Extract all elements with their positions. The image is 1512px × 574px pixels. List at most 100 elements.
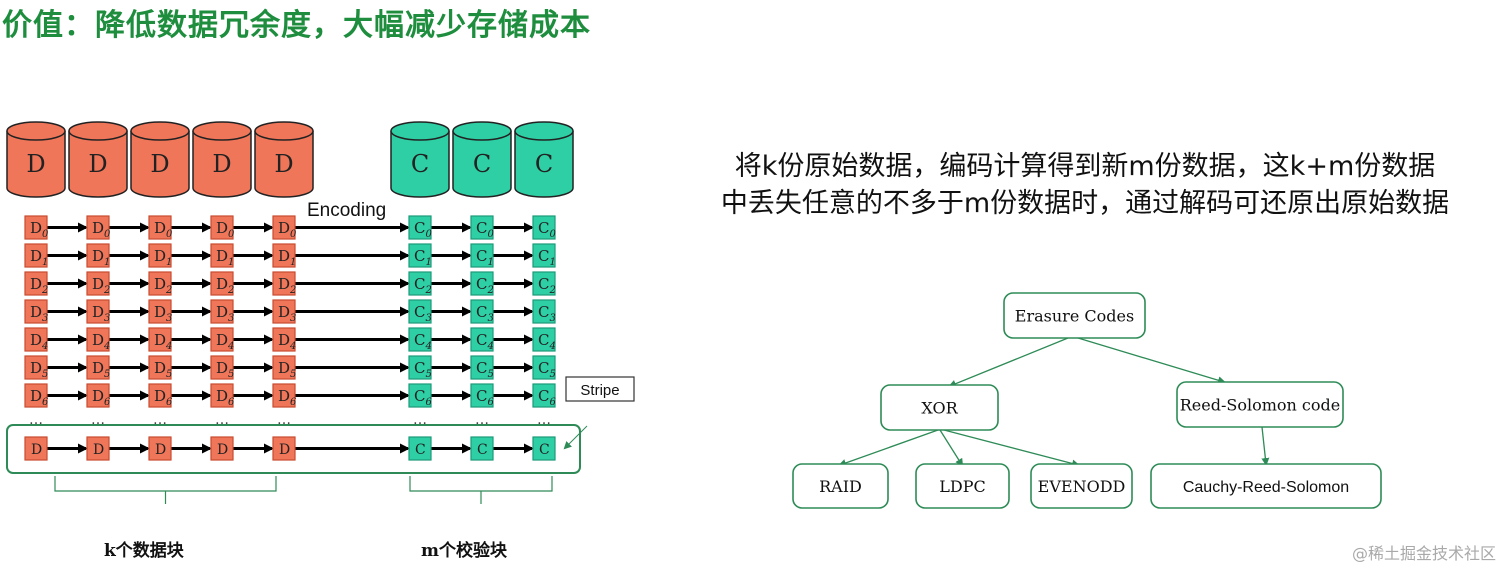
block-rect bbox=[24, 327, 48, 352]
block-rect bbox=[210, 355, 234, 380]
data-block: D3 bbox=[86, 299, 110, 324]
block-rect bbox=[272, 215, 296, 240]
block-subscript: 0 bbox=[104, 229, 111, 240]
cylinder-top bbox=[192, 121, 252, 141]
block-subscript: 1 bbox=[425, 257, 431, 268]
disk-label: C bbox=[535, 150, 553, 178]
block-subscript: 2 bbox=[165, 285, 172, 296]
cylinder-top bbox=[6, 121, 66, 141]
block-subscript: 2 bbox=[486, 285, 493, 296]
parity-block: C6 bbox=[408, 383, 432, 408]
cylinder-top bbox=[514, 121, 574, 141]
data-block: D2 bbox=[86, 271, 110, 296]
block-subscript: 2 bbox=[41, 285, 48, 296]
block-subscript: 1 bbox=[487, 257, 493, 268]
data-block: D1 bbox=[86, 243, 110, 268]
data-block: D0 bbox=[148, 215, 173, 240]
data-block: D0 bbox=[272, 215, 297, 240]
node-reed-solomon: Reed-Solomon code bbox=[1176, 381, 1344, 428]
block-label: D bbox=[93, 442, 104, 458]
description-line-1: 将k份原始数据，编码计算得到新m份数据，这k+m份数据 bbox=[734, 151, 1436, 182]
edge-root-xor bbox=[948, 337, 1069, 388]
stripe-label: Stripe bbox=[580, 382, 619, 399]
block-rect bbox=[24, 436, 48, 461]
parity-block: C3 bbox=[470, 299, 494, 324]
block-subscript: 2 bbox=[289, 285, 296, 296]
data-disk: D bbox=[6, 121, 66, 198]
block-subscript: 1 bbox=[290, 257, 296, 268]
block-subscript: 1 bbox=[228, 257, 234, 268]
block-subscript: 4 bbox=[165, 341, 172, 352]
block-subscript: 2 bbox=[424, 285, 431, 296]
block-subscript: 4 bbox=[227, 341, 234, 352]
data-block: D4 bbox=[210, 327, 234, 352]
block-rect bbox=[532, 383, 556, 408]
block-subscript: 3 bbox=[166, 313, 172, 324]
block-rect bbox=[24, 271, 48, 296]
block-rect bbox=[210, 383, 234, 408]
data-block: D5 bbox=[24, 355, 48, 380]
block-rect bbox=[408, 436, 432, 461]
block-subscript: 6 bbox=[42, 397, 49, 408]
block-rect bbox=[86, 243, 110, 268]
k-brace bbox=[54, 476, 277, 504]
block-rect bbox=[272, 271, 296, 296]
block-rect bbox=[532, 243, 556, 268]
data-block: D5 bbox=[86, 355, 110, 380]
cylinder-body bbox=[68, 131, 128, 198]
k-data-blocks-label: k个数据块 bbox=[104, 541, 184, 561]
block-subscript: 4 bbox=[548, 341, 555, 352]
data-block: D4 bbox=[24, 327, 48, 352]
node-label: EVENODD bbox=[1038, 477, 1126, 496]
block-label: D bbox=[31, 442, 42, 458]
block-subscript: 5 bbox=[487, 369, 493, 380]
data-block: D6 bbox=[148, 383, 173, 408]
disk-label: D bbox=[88, 150, 107, 178]
data-block: D6 bbox=[86, 383, 111, 408]
block-subscript: 0 bbox=[42, 229, 49, 240]
block-subscript: 4 bbox=[41, 341, 48, 352]
block-subscript: 5 bbox=[549, 369, 555, 380]
data-block: D6 bbox=[210, 383, 235, 408]
data-block: D1 bbox=[272, 243, 296, 268]
cylinder-body bbox=[452, 131, 512, 198]
parity-block: C4 bbox=[532, 327, 556, 352]
block-subscript: 4 bbox=[486, 341, 493, 352]
block-subscript: 1 bbox=[166, 257, 172, 268]
data-block: D1 bbox=[148, 243, 172, 268]
cylinder-top bbox=[68, 121, 128, 141]
data-block: D5 bbox=[148, 355, 172, 380]
block-rect bbox=[210, 243, 234, 268]
block-rect bbox=[86, 215, 110, 240]
cylinder-body bbox=[192, 131, 252, 198]
data-disk: D bbox=[130, 121, 190, 198]
block-rect bbox=[24, 383, 48, 408]
block-rect bbox=[470, 271, 494, 296]
data-block: D4 bbox=[272, 327, 296, 352]
cylinder-body bbox=[254, 131, 314, 198]
block-subscript: 0 bbox=[228, 229, 235, 240]
cylinder-body bbox=[390, 131, 450, 198]
block-rect bbox=[148, 299, 172, 324]
encoding-label: Encoding bbox=[307, 200, 386, 221]
block-rect bbox=[86, 383, 110, 408]
parity-disk: C bbox=[452, 121, 512, 198]
block-label: D bbox=[279, 442, 290, 458]
block-rect bbox=[24, 355, 48, 380]
block-rect bbox=[148, 271, 172, 296]
block-rect bbox=[272, 299, 296, 324]
parity-block: C1 bbox=[408, 243, 432, 268]
block-subscript: 6 bbox=[549, 397, 556, 408]
stripe-data-block: D bbox=[24, 436, 48, 461]
disk-label: D bbox=[274, 150, 293, 178]
stripe-data-block: D bbox=[86, 436, 110, 461]
block-rect bbox=[24, 299, 48, 324]
node-box bbox=[1003, 292, 1146, 339]
block-rect bbox=[24, 243, 48, 268]
m-parity-blocks-label: m个校验块 bbox=[421, 541, 507, 561]
block-subscript: 0 bbox=[487, 229, 494, 240]
stripe-parity-block: C bbox=[532, 436, 556, 461]
data-block: D6 bbox=[272, 383, 297, 408]
